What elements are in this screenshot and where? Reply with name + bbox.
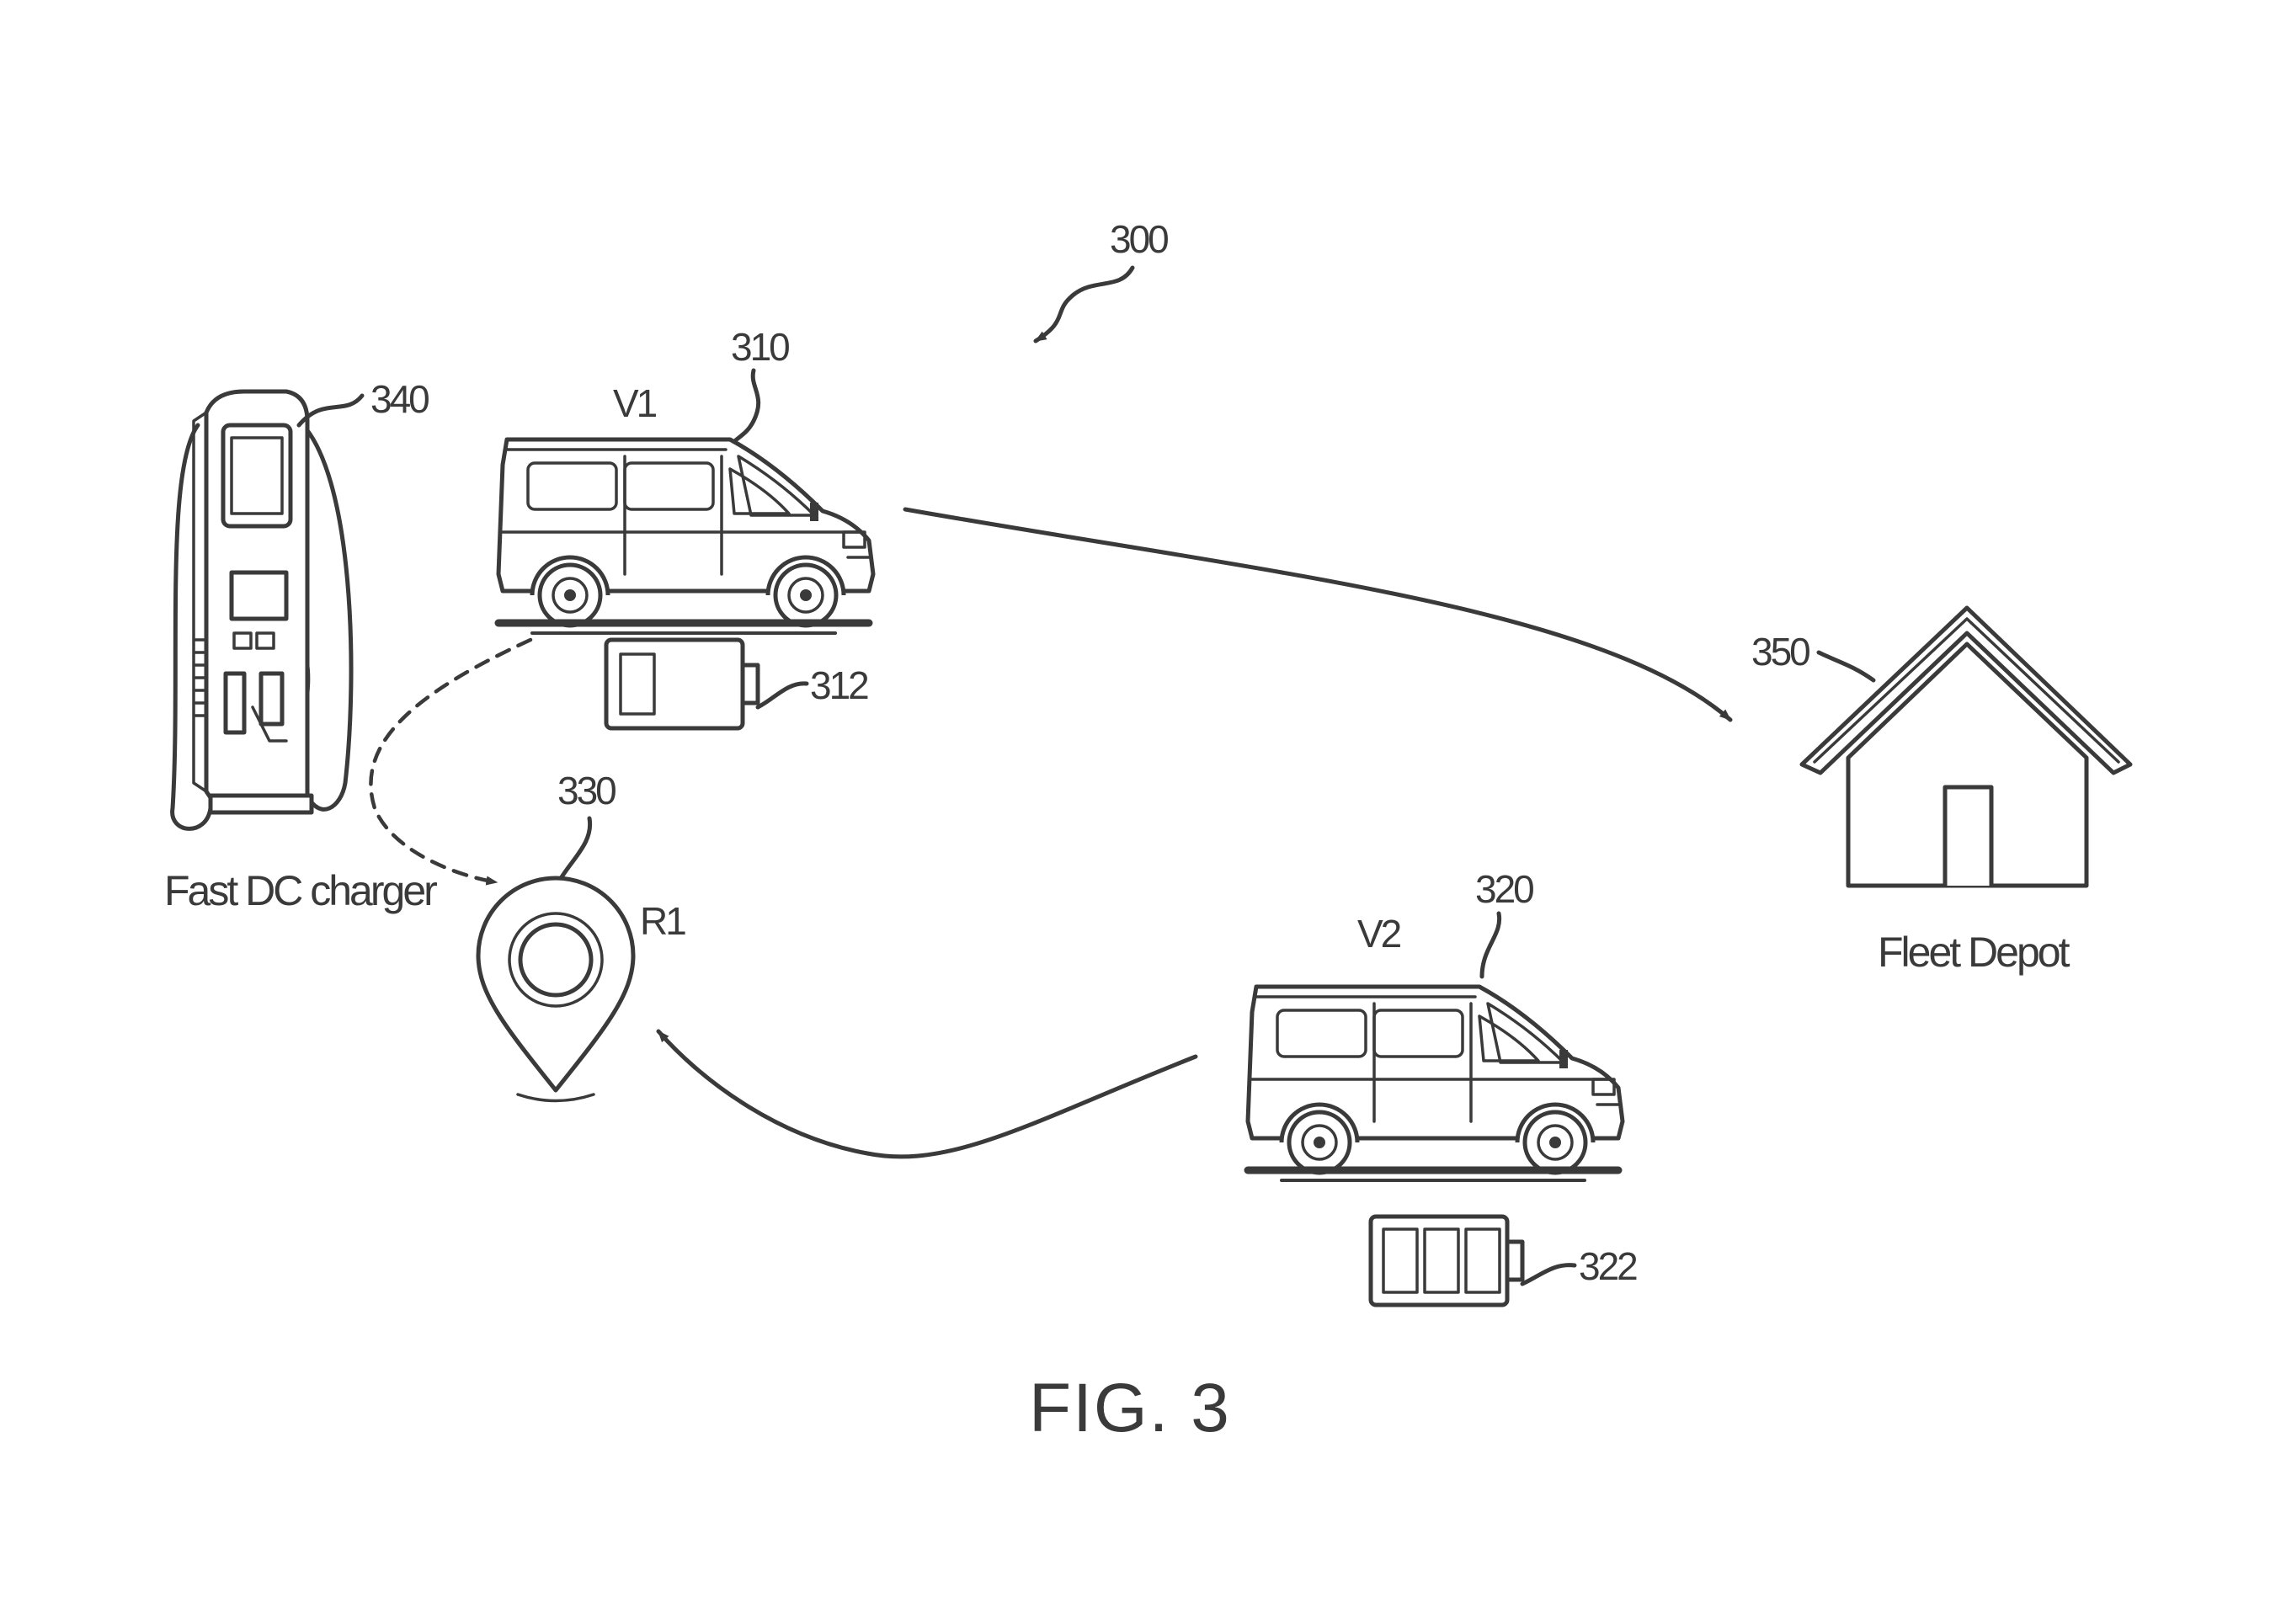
charger-ref-label: 340 (370, 377, 429, 421)
location-name: R1 (640, 899, 685, 943)
v1-to-depot-route (903, 507, 1733, 722)
depot-label: Fleet Depot (1878, 929, 2070, 976)
figure-caption: FIG. 3 (1029, 1370, 1231, 1446)
van-icon (498, 439, 873, 633)
house-icon (1799, 605, 2133, 888)
system-ref-label: 300 (1110, 217, 1168, 261)
depot-ref-leader (1816, 650, 1876, 683)
map-pin-icon (476, 876, 636, 1103)
system-ref-leader (1033, 265, 1135, 343)
charger-label: Fast DC charger (164, 867, 437, 914)
v2-to-r1-route (656, 1029, 1198, 1159)
battery-icon (1368, 1214, 1525, 1307)
battery-322-ref-leader (1520, 1263, 1577, 1286)
battery-icon (604, 637, 760, 731)
depot-ref: 350 (1751, 630, 1809, 674)
vehicle-v2-ref: 320 (1475, 867, 1533, 911)
location-ref: 330 (557, 769, 616, 812)
vehicle-v2-ref-leader (1479, 911, 1502, 979)
vehicle-v2-name: V2 (1357, 912, 1401, 956)
vehicle-v1-ref-leader (726, 368, 761, 453)
charging-station-icon (170, 389, 354, 831)
charger-ref-leader (296, 393, 365, 428)
battery-312-ref: 312 (810, 663, 868, 707)
v1-to-r1-route (369, 637, 533, 886)
van-icon (1248, 987, 1623, 1180)
vehicle-v1-ref: 310 (731, 325, 789, 369)
location-ref-leader (557, 816, 593, 882)
battery-322-ref: 322 (1579, 1244, 1637, 1288)
vehicle-v1-name: V1 (613, 381, 657, 425)
battery-312-ref-leader (755, 681, 809, 710)
